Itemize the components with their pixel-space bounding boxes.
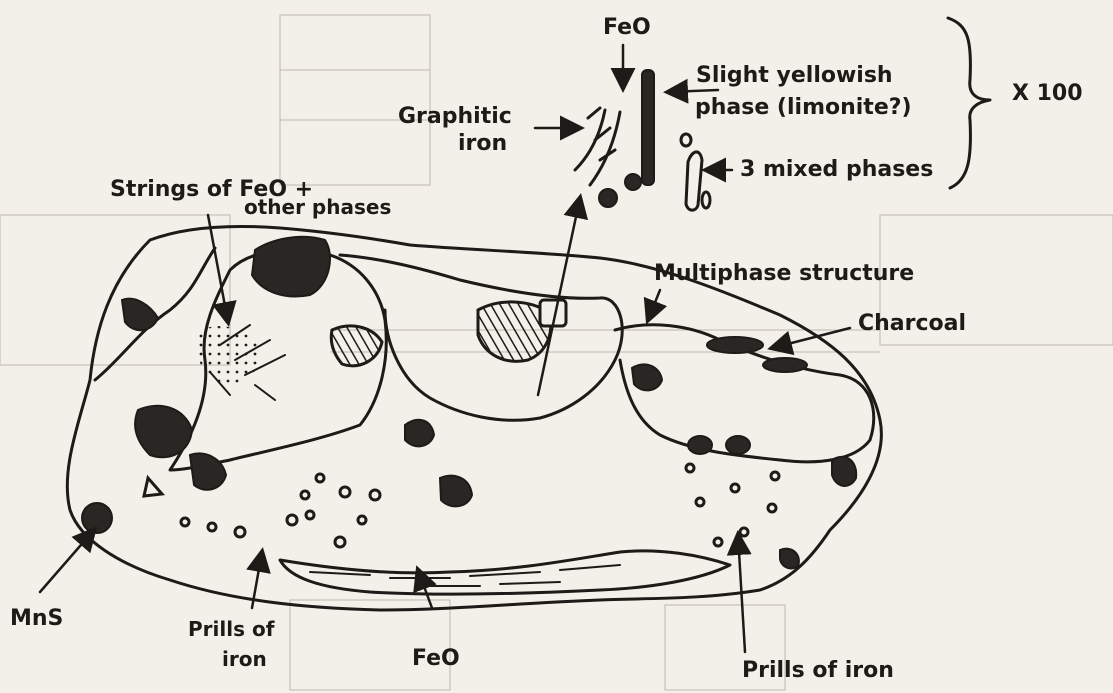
background-bleed bbox=[0, 15, 1113, 690]
dark-grain-right-1 bbox=[688, 436, 712, 454]
label-feo-top: FeO bbox=[603, 15, 651, 40]
dark-grain-center bbox=[405, 420, 434, 447]
edge-grain-right bbox=[832, 457, 856, 486]
magnification-brace bbox=[948, 18, 990, 188]
yellowish-phase-bar bbox=[642, 70, 654, 185]
hatched-grain-left bbox=[331, 326, 382, 366]
feo-grain-center bbox=[440, 476, 472, 507]
label-graphitic-2: iron bbox=[458, 131, 507, 156]
bottom-channel-stripes bbox=[310, 565, 620, 586]
label-prills-1: Prills of bbox=[188, 617, 275, 641]
label-yellowish-1: Slight yellowish bbox=[696, 63, 893, 88]
edge-grain-bottom-right bbox=[780, 549, 799, 569]
feo-grain-mid-left bbox=[135, 406, 192, 457]
label-mixed-phases: 3 mixed phases bbox=[740, 157, 933, 182]
feo-grain-lower-left bbox=[190, 454, 226, 490]
label-yellowish-2: phase (limonite?) bbox=[695, 95, 912, 120]
label-feo-bottom: FeO bbox=[412, 646, 460, 671]
label-prills-2: iron bbox=[222, 647, 267, 671]
label-magnification: X 100 bbox=[1012, 81, 1083, 106]
charcoal-piece-1 bbox=[707, 337, 763, 353]
label-graphitic-1: Graphitic bbox=[398, 104, 512, 129]
label-strings-2: other phases bbox=[244, 195, 391, 219]
bottom-channel bbox=[280, 551, 730, 594]
feo-left-grain bbox=[122, 299, 158, 331]
charcoal-piece-2 bbox=[763, 358, 807, 372]
mixed-phases-grain bbox=[686, 152, 702, 210]
label-mns: MnS bbox=[10, 606, 63, 631]
dark-grain-right-2 bbox=[726, 436, 750, 454]
mns-grain bbox=[82, 503, 112, 533]
label-prills-right: Prills of iron bbox=[742, 658, 894, 683]
label-charcoal: Charcoal bbox=[858, 311, 966, 336]
inset-dark-grain-1 bbox=[625, 174, 641, 190]
feo-large-grain bbox=[252, 237, 330, 297]
dark-grain-right-center bbox=[632, 364, 662, 390]
inset-dark-grain-2 bbox=[599, 189, 617, 207]
label-multiphase: Multiphase structure bbox=[654, 261, 914, 286]
